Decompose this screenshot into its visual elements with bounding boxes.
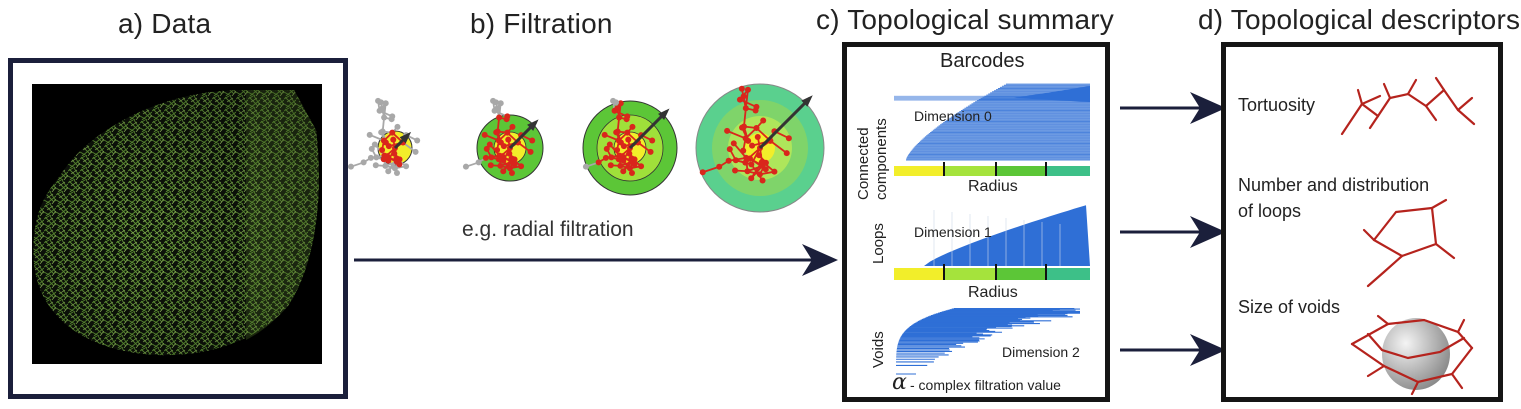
- panel-c-title: c) Topological summary: [816, 4, 1114, 35]
- filtration-caption: e.g. radial filtration: [462, 218, 634, 241]
- barcode-dim2: [896, 308, 1080, 375]
- dim2-ylabel: Voids: [870, 331, 887, 368]
- barcode-dim0-bars: [894, 83, 1090, 161]
- arrow-filtration-to-summary: [354, 244, 838, 276]
- voids-icon: [1350, 314, 1474, 396]
- tortuosity-icon: [1340, 76, 1476, 136]
- dim0-xlabel: Radius: [968, 178, 1018, 195]
- arrow-summary-to-voids: [1120, 334, 1226, 366]
- barcode-dim2-bars: [896, 308, 1080, 375]
- dim2-label: Dimension 2: [1002, 344, 1080, 360]
- descriptor-loops-label-line2: of loops: [1238, 201, 1302, 221]
- barcodes-heading: Barcodes: [940, 50, 1025, 72]
- arrow-summary-to-tortuosity: [1120, 92, 1226, 124]
- filtration-sequence: [347, 83, 825, 213]
- barcode-dim0: [894, 83, 1090, 176]
- neuron-image: [32, 84, 322, 364]
- descriptor-voids-label: Size of voids: [1238, 297, 1341, 317]
- barcode-dim1-bars: [924, 205, 1090, 266]
- dim0-ylabel-line2: components: [873, 118, 890, 200]
- loops-icon: [1362, 198, 1456, 288]
- panel-b-title: b) Filtration: [470, 8, 613, 39]
- summary-frame: [842, 42, 1110, 402]
- filtration-stage-2-tree: [462, 97, 539, 176]
- data-frame: [8, 58, 348, 399]
- filtration-stage-1-tree: [347, 97, 421, 176]
- alpha-symbol: α: [892, 370, 907, 395]
- panel-d-title: d) Topological descriptors: [1198, 4, 1521, 35]
- descriptor-tortuosity-label: Tortuosity: [1238, 95, 1316, 115]
- panel-a-title: a) Data: [118, 8, 212, 39]
- dim2-xlabel: - complex filtration value: [910, 377, 1061, 393]
- dim0-ylabel-line1: Connected: [855, 127, 872, 200]
- dim0-label: Dimension 0: [914, 108, 992, 124]
- dim1-ylabel: Loops: [870, 223, 887, 264]
- filtration-stage-4-tree: [699, 85, 813, 184]
- dim1-label: Dimension 1: [914, 224, 992, 240]
- arrow-summary-to-loops: [1120, 216, 1226, 248]
- dim1-xlabel: Radius: [968, 284, 1018, 301]
- descriptor-loops-label-line1: Number and distribution: [1238, 175, 1430, 195]
- filtration-stage-3-tree: [582, 97, 670, 176]
- barcode-dim1: [894, 205, 1090, 280]
- descriptors-frame: [1221, 42, 1503, 402]
